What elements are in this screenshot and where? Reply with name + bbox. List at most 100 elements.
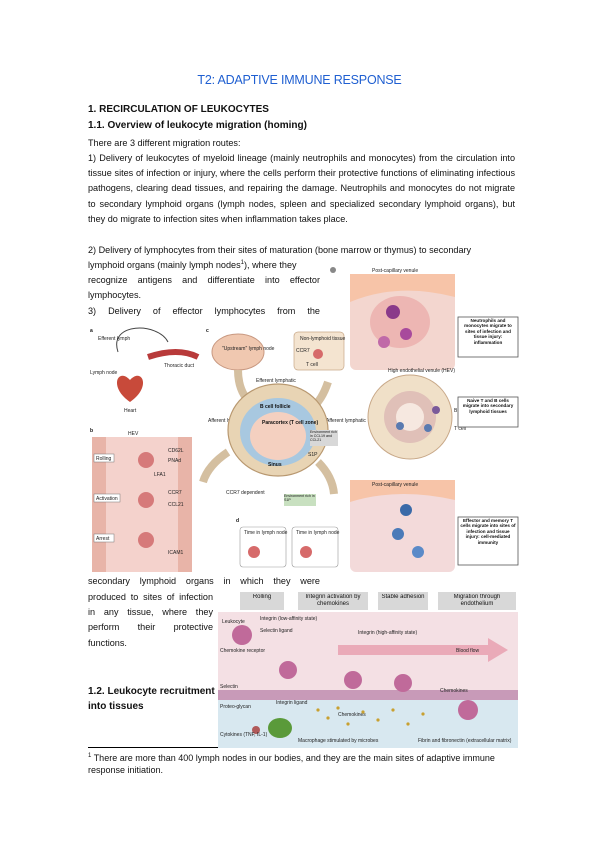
panel-c-label: c	[206, 328, 209, 334]
icam1-label: ICAM1	[168, 550, 184, 556]
macrophage-cell	[268, 718, 292, 738]
cd62l-label: CD62L	[168, 448, 184, 454]
venule-panel-bottom	[350, 480, 455, 572]
intro-paragraph: There are 3 different migration routes:	[88, 138, 241, 148]
route-3-continued: secondary lymphoid organs in which they …	[88, 576, 320, 586]
chemokine-dots	[316, 706, 425, 726]
heart-icon	[116, 375, 144, 402]
env-ccl-box	[310, 430, 338, 446]
footnote-separator	[88, 747, 218, 748]
sinus-label: Sinus	[268, 462, 282, 468]
footnote-text: There are more than 400 lymph nodes in o…	[88, 753, 495, 775]
t-cell-label: T cell	[454, 426, 466, 432]
route-2-line-2: lymphoid organs (mainly lymph nodes1), w…	[88, 258, 320, 273]
post-capillary-label: Post-capillary venule	[372, 268, 418, 274]
route-1-paragraph: 1) Delivery of leukocytes of myeloid lin…	[88, 153, 515, 224]
circulation-loop	[116, 327, 169, 353]
blood-flow-arrow	[338, 638, 508, 662]
proteoglycan-label: Proteo-glycan	[220, 704, 251, 710]
env-ccl-text: Environment rich in CCL19 and CCL21	[310, 430, 337, 442]
efferent-lymphatic-label: Efferent lymphatic	[256, 378, 296, 384]
arrest-step-label: Arrest	[96, 536, 110, 542]
naive-box	[457, 396, 519, 428]
leukocyte-cell	[232, 625, 252, 645]
env-s1p-text: Environment rich in S1P	[284, 494, 315, 502]
footnote-ref: 1	[240, 259, 244, 266]
ccr7-dependent-label: CCR7 dependent	[226, 490, 265, 496]
b-cell	[432, 406, 440, 414]
t-cell	[424, 424, 432, 432]
lymphocyte-migration-figure: Post-capillary venule Neutrophils and mo…	[90, 262, 520, 572]
non-lymphoid-label: Non-lymphoid tissue	[300, 336, 346, 342]
route-3-start: 3) Delivery of effector lymphocytes from…	[88, 306, 320, 316]
env-s1p-box	[284, 494, 316, 506]
integrin-high-label: Integrin (high-affinity state)	[358, 630, 417, 636]
route-2-line-1: 2) Delivery of lymphocytes from their si…	[88, 245, 472, 255]
section-heading-1-2: 1.2. Leukocyte recruitment into tissues	[88, 686, 215, 712]
route-2-text: lymphoid organs (mainly lymph nodes	[88, 260, 241, 270]
lfa1-label: LFA1	[154, 472, 166, 478]
footnote-marker: 1	[88, 753, 92, 759]
route-2-rest: recognize antigens and differentiate int…	[88, 275, 320, 301]
cytokines-label: Cytokines (TNF, IL-1)	[220, 732, 268, 738]
leukocyte-recruitment-figure: Rolling Integrin activation by chemokine…	[218, 590, 518, 750]
naive-box-text: Naive T and B cells migrate into seconda…	[462, 398, 514, 414]
panel-a-label: a	[90, 328, 93, 334]
time-ln-label-1: Time in lymph node	[244, 530, 288, 536]
step-stable-adhesion: Stable adhesion	[381, 594, 425, 600]
panel-marker-icon	[330, 267, 336, 273]
hev-high-label: High endothelial venule (HEV)	[388, 368, 455, 374]
thoracic-duct-label: Thoracic duct	[164, 363, 195, 369]
heart-label: Heart	[124, 408, 137, 414]
afferent-lymphatic-label: Afferent lymphatic	[208, 418, 248, 424]
panel-b-label: b	[90, 428, 93, 434]
effector-box	[457, 516, 519, 566]
paracortex-label: Paracortex (T cell zone)	[262, 420, 318, 426]
post-capillary-label-2: Post-capillary venule	[372, 482, 418, 488]
pnad-label: PNAd	[168, 458, 181, 464]
fibrin-label: Fibrin and fibronectin (extracellular ma…	[418, 738, 512, 744]
ccr7-label-b: CCR7	[168, 490, 182, 496]
t-cell-label-c: T cell	[306, 362, 318, 368]
efferent-lymph-label: Efferent lymph	[98, 336, 130, 342]
leukocyte-label: Leukocyte	[222, 619, 245, 625]
neutrophil-box-text: Neutrophils and monocytes migrate to sit…	[464, 318, 512, 345]
hev-label: HEV	[128, 431, 139, 437]
route-2-text-end: ), where they	[244, 260, 297, 270]
selectin-ligand-label: Selectin ligand	[260, 628, 293, 634]
neutrophil-box	[457, 316, 519, 358]
integrin-low-label: Integrin (low-affinity state)	[260, 616, 317, 622]
ccr7-label-c: CCR7	[296, 348, 310, 354]
panel-d-label: d	[236, 518, 239, 524]
step-rolling: Rolling	[252, 594, 272, 600]
effector-t-cell	[400, 504, 412, 516]
activation-step-label: Activation	[96, 496, 118, 502]
upstream-ln-label: "Upstream" lymph node	[222, 346, 275, 352]
effector-box-text: Effector and memory T cells migrate into…	[460, 518, 516, 545]
time-ln-label-2: Time in lymph node	[296, 530, 340, 536]
section-heading-1: 1. RECIRCULATION OF LEUKOCYTES	[88, 104, 269, 115]
chemokine-receptor-label: Chemokine receptor	[220, 648, 265, 654]
neutrophil-cell	[386, 305, 400, 319]
afferent-lymphatic-label-2: Afferent lymphatic	[326, 418, 366, 424]
integrin-ligand-label: Integrin ligand	[276, 700, 308, 706]
step-migration: Migration through endothelium	[453, 594, 501, 607]
step-integrin-activation: Integrin activation by chemokines	[305, 594, 361, 607]
page-title: T2: ADAPTIVE IMMUNE RESPONSE	[197, 73, 402, 87]
chemokines-label: Chemokines	[338, 712, 366, 718]
endothelium	[218, 690, 518, 700]
s1p-label: S1P	[308, 452, 318, 458]
step-headers	[240, 592, 516, 610]
ccl21-label: CCL21	[168, 502, 184, 508]
lymph-node-label: Lymph node	[90, 370, 118, 376]
blood-flow-label: Blood flow	[456, 648, 479, 654]
rolling-step-label: Rolling	[96, 456, 112, 462]
macrophage-label: Macrophage stimulated by microbes	[298, 738, 379, 744]
upstream-lymph-node	[211, 333, 265, 371]
b-follicle-label: B cell follicle	[260, 404, 291, 410]
selectin-label: Selectin	[220, 684, 238, 690]
chemokines-label-2: Chemokines	[440, 688, 468, 694]
footnote: 1 There are more than 400 lymph nodes in…	[88, 752, 518, 776]
route-3-rest: produced to sites of infection in any ti…	[88, 592, 213, 648]
